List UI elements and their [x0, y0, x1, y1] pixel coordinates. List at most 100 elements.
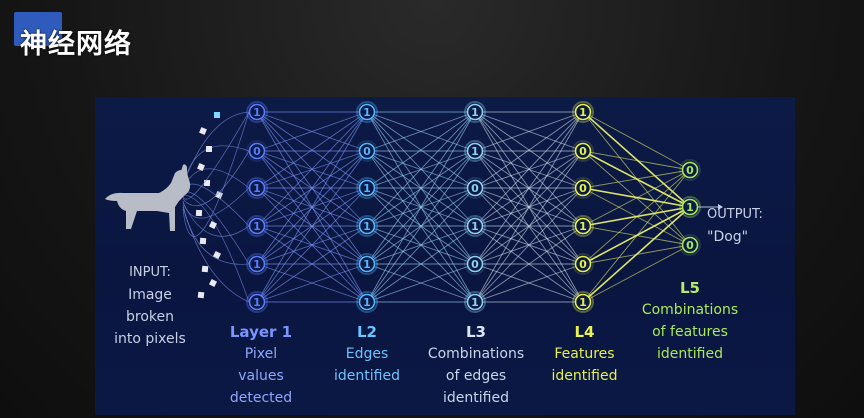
- layer3-label: L3 Combinations of edges identified: [427, 323, 525, 406]
- connection-line: [582, 169, 691, 303]
- connection-line: [366, 225, 476, 303]
- node-value: 0: [363, 145, 371, 158]
- pixel-connector: [182, 187, 250, 219]
- connection-line: [256, 187, 368, 303]
- dog-icon: [105, 164, 191, 231]
- node-value: 0: [471, 182, 479, 195]
- connection-line: [582, 169, 691, 189]
- connection-line: [582, 244, 691, 303]
- network-node: 1: [246, 253, 268, 275]
- pixel-connector: [182, 111, 250, 200]
- pixel-square: [205, 145, 213, 153]
- network-node: 1: [246, 215, 268, 237]
- network-node: 1: [356, 101, 378, 123]
- network-node: 0: [246, 140, 268, 162]
- network-node: 1: [356, 177, 378, 199]
- pixel-square: [208, 278, 218, 288]
- connection-line: [474, 111, 584, 152]
- pixel-connector: [182, 202, 250, 237]
- connection-line: [256, 111, 368, 152]
- network-node: 1: [464, 291, 486, 313]
- pixel-connector: [182, 111, 250, 237]
- pixel-connector: [182, 111, 250, 186]
- connection-line: [256, 111, 368, 265]
- pixel-square: [199, 127, 207, 135]
- pixel-square: [197, 291, 205, 299]
- connection-line: [366, 111, 476, 189]
- node-value: 1: [363, 106, 371, 119]
- node-value: 1: [471, 220, 479, 233]
- node-value: 1: [253, 106, 261, 119]
- input-label: INPUT: Image broken into pixels: [114, 265, 186, 347]
- network-node: 1: [572, 291, 594, 313]
- network-node: 0: [356, 140, 378, 162]
- pixel-square: [203, 179, 211, 187]
- connection-line: [256, 263, 368, 303]
- pixel-square: [214, 112, 220, 118]
- connection-line: [582, 206, 691, 303]
- connection-line: [474, 187, 584, 303]
- network-node: 1: [464, 215, 486, 237]
- network-node: 0: [464, 177, 486, 199]
- network-node: 1: [356, 253, 378, 275]
- page-title: 神经网络: [20, 29, 132, 60]
- node-value: 0: [253, 145, 261, 158]
- connection-line: [474, 150, 584, 303]
- pixel-connector: [182, 168, 250, 190]
- node-value: 1: [579, 106, 587, 119]
- connection-line: [256, 150, 368, 303]
- connection-line: [256, 111, 368, 189]
- connection-line: [474, 111, 584, 303]
- connection-line: [366, 111, 476, 265]
- pixel-square: [201, 265, 209, 273]
- connection-line: [582, 169, 691, 227]
- network-node: 0: [679, 234, 701, 256]
- connection-line: [256, 111, 368, 303]
- node-value: 0: [579, 145, 587, 158]
- connection-line: [582, 150, 691, 171]
- network-node: 0: [464, 253, 486, 275]
- node-value: 1: [363, 182, 371, 195]
- network-node: 1: [572, 101, 594, 123]
- pixel-square: [212, 250, 222, 260]
- network-node: 1: [679, 196, 701, 218]
- pixel-square: [195, 209, 203, 217]
- title-badge: [14, 12, 62, 46]
- node-value: 0: [579, 182, 587, 195]
- connection-line: [474, 263, 584, 303]
- network-node: 0: [572, 140, 594, 162]
- output-arrow-head: [718, 204, 723, 210]
- layer4-label: L4 Features identified: [551, 323, 618, 384]
- connection-line: [366, 111, 476, 303]
- network-node: 1: [246, 101, 268, 123]
- connection-line: [474, 225, 584, 303]
- network-node: 1: [246, 291, 268, 313]
- node-value: 1: [253, 182, 261, 195]
- pixel-connector: [182, 206, 250, 303]
- node-value: 1: [579, 296, 587, 309]
- node-value: 1: [363, 220, 371, 233]
- node-value: 1: [253, 258, 261, 271]
- connection-line: [366, 150, 476, 303]
- connection-line: [256, 225, 368, 303]
- layer5-label: L5 Combinations of features identified: [641, 279, 739, 362]
- network-node: 1: [246, 177, 268, 199]
- connection-line: [582, 111, 691, 208]
- output-label: OUTPUT: "Dog": [707, 207, 763, 245]
- connection-line: [366, 111, 476, 227]
- network-node: 1: [464, 101, 486, 123]
- network-node: 1: [464, 140, 486, 162]
- node-value: 1: [471, 145, 479, 158]
- connection-line: [366, 111, 476, 152]
- network-node: 0: [679, 159, 701, 181]
- connection-line: [474, 111, 584, 189]
- connection-line: [474, 111, 584, 227]
- connection-line: [582, 169, 691, 265]
- pixel-connector: [182, 150, 250, 207]
- node-value: 1: [471, 296, 479, 309]
- node-value: 0: [579, 258, 587, 271]
- layer2-label: L2 Edges identified: [334, 323, 400, 384]
